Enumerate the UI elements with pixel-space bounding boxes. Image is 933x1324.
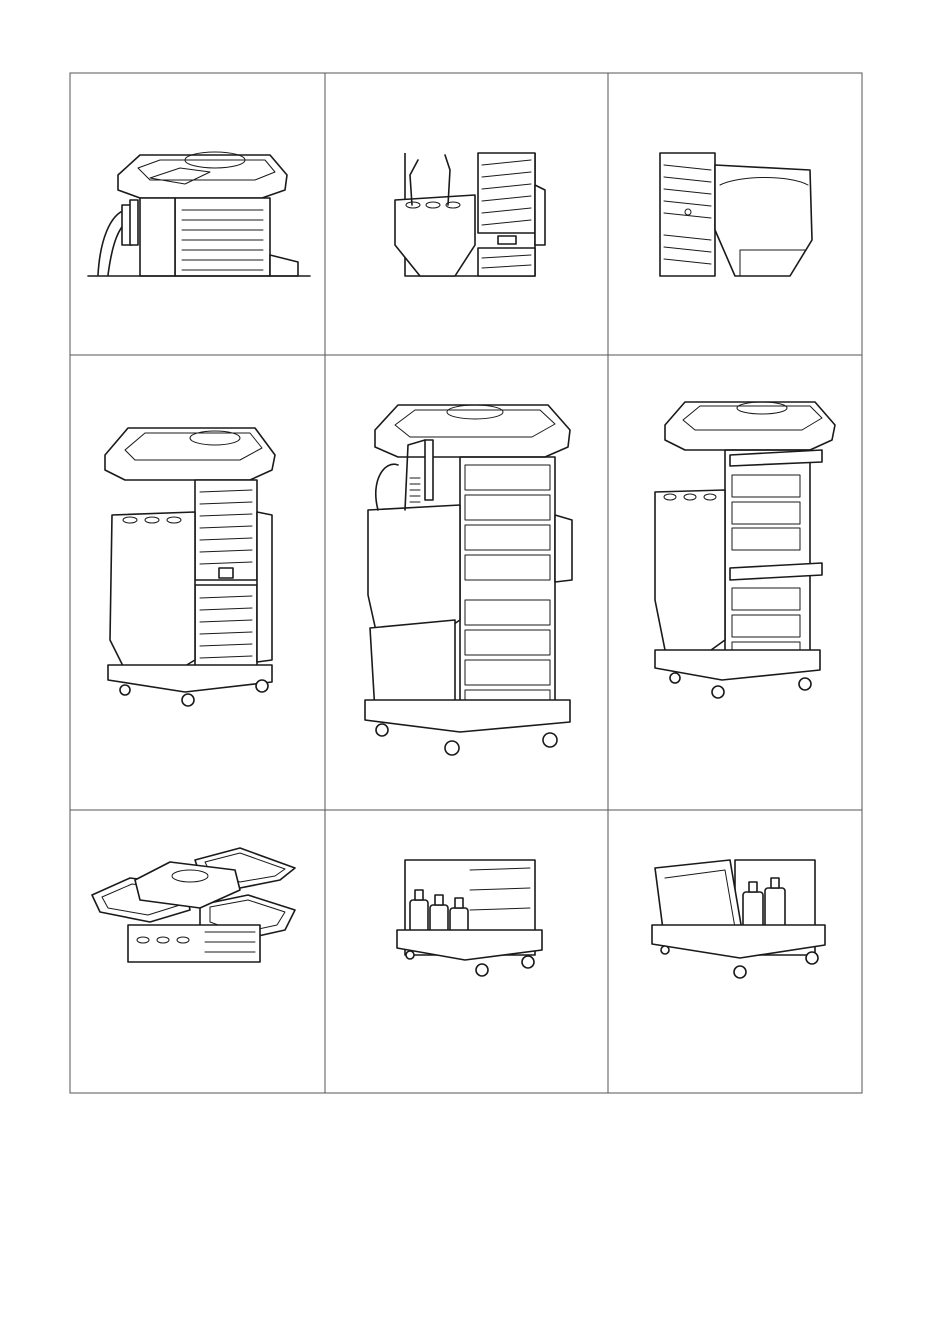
panel-top-trays-extended xyxy=(92,848,295,962)
panel-base-bottles xyxy=(397,860,542,976)
panel-trolley-closed xyxy=(105,428,275,706)
panel-trolley-open-accessories xyxy=(365,405,572,755)
panel-base-magazine-holder xyxy=(652,860,825,978)
panel-holder-detail xyxy=(395,153,545,276)
panel-side-drawer-detail xyxy=(660,153,812,276)
panel-top-detail xyxy=(88,152,310,276)
panel-trolley-open-drawers xyxy=(655,402,835,698)
